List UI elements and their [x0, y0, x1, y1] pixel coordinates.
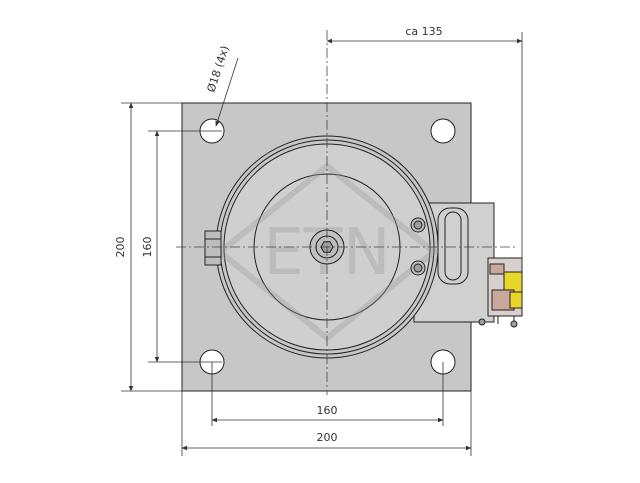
dim-top-label: ca 135 [405, 25, 442, 38]
dim-left-inner-label: 160 [141, 237, 154, 258]
valve-fitting [478, 257, 523, 328]
bracket-slot-inner [444, 211, 462, 281]
mounting-hole-tr [430, 118, 456, 144]
dim-bottom-inner-label: 160 [317, 404, 338, 417]
hole-leader-line [215, 57, 239, 127]
left-clamp [204, 230, 222, 266]
dim-bottom-outer-label: 200 [317, 431, 338, 444]
dim-hole-label: Ø18 (4x) [204, 44, 231, 94]
dim-left-outer-label: 200 [114, 237, 127, 258]
